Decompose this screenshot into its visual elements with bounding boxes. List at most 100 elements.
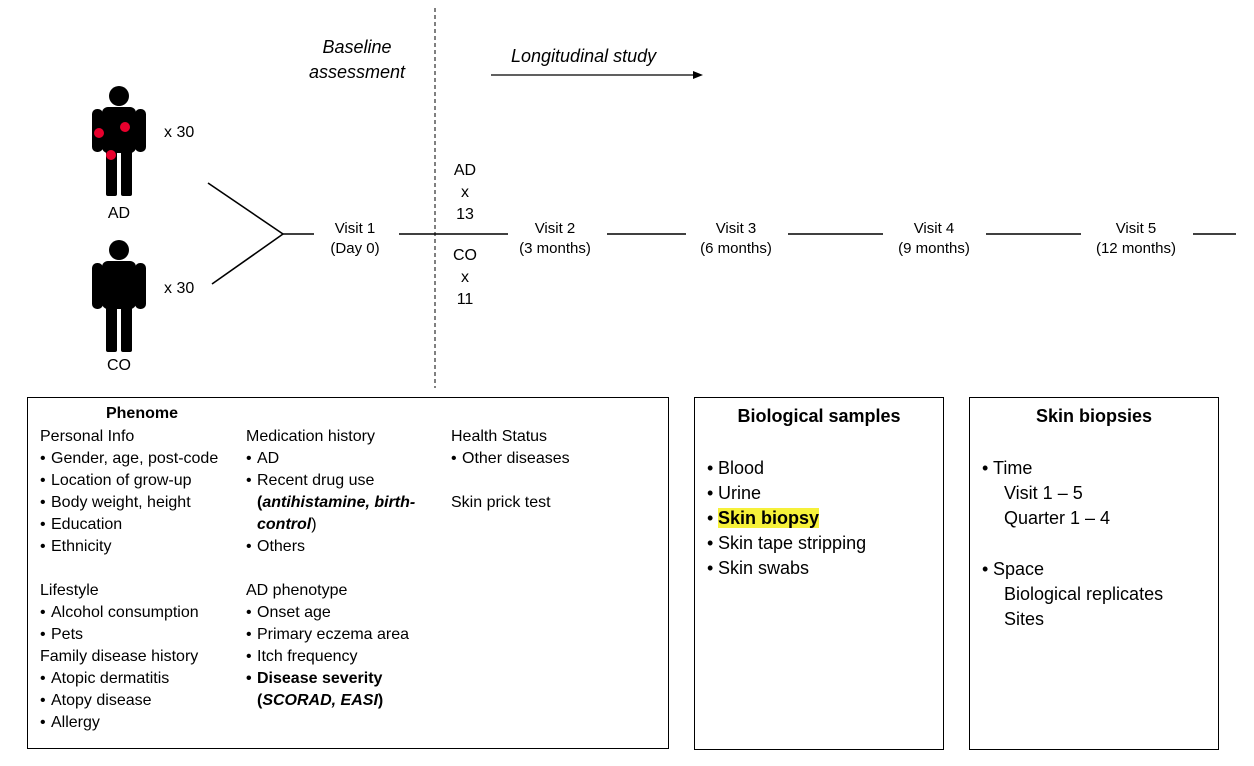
baseline-ad-x: x [461,184,469,201]
visit-name: Visit 4 [913,220,955,237]
severity-detail: SCORAD, EASI [262,692,378,709]
baseline-ad-label: AD [453,162,477,179]
recent-drug-use: Recent drug use [257,472,375,489]
baseline-co-count: CO x 11 [445,245,485,311]
visit-1: Visit 1 (Day 0) [305,219,405,259]
biological-samples-list: Blood Urine Skin biopsy Skin tape stripp… [707,456,937,581]
skin-biopsies-title: Skin biopsies [1035,406,1153,426]
family-history-list: Atopic dermatitis Atopy disease Allergy [40,668,245,734]
lifestyle-heading: Lifestyle [40,582,99,599]
list-item: Others [246,536,446,558]
visit-3: Visit 3 (6 months) [686,219,786,259]
medication-heading: Medication history [246,428,375,445]
time-line: Visit 1 – 5 [1004,483,1083,503]
ad-count: x 30 [164,124,195,141]
visit-time: (6 months) [700,240,772,257]
list-item: Allergy [40,712,245,734]
paren: ) [377,692,384,709]
visit-name: Visit 3 [715,220,757,237]
list-item: Location of grow-up [40,470,245,492]
list-item: Body weight, height [40,492,245,514]
biological-samples-title: Biological samples [737,406,901,426]
list-item: Skin swabs [707,556,937,581]
disease-severity: Disease severity [257,670,383,687]
skin-biopsies-content: Time Visit 1 – 5 Quarter 1 – 4 Space Bio… [982,456,1212,632]
baseline-co-x: x [461,269,469,286]
space-item: Space [982,557,1212,582]
baseline-label: Baseline assessment [308,37,406,82]
visit-time: (3 months) [519,240,591,257]
paren: ( [257,692,263,709]
health-status-heading: Health Status [451,428,548,445]
health-status-list: Other diseases [451,448,661,470]
time-label: Time [982,456,1212,481]
phenotype-heading: AD phenotype [246,582,348,599]
list-item: Education [40,514,245,536]
list-item: Primary eczema area [246,624,446,646]
family-history-heading: Family disease history [40,648,199,665]
visit-time: (9 months) [898,240,970,257]
skin-prick-test: Skin prick test [451,494,551,511]
baseline-co-label: CO [453,247,477,264]
visit-time: (12 months) [1095,240,1177,257]
phenotype-list: Onset age Primary eczema area Itch frequ… [246,602,446,712]
co-person-icon [92,240,146,352]
list-item: Urine [707,481,937,506]
medication-list: AD Recent drug use (antihistamine, birth… [246,448,446,558]
phenome-column-2: Medication history AD Recent drug use (a… [246,426,446,712]
ad-label: AD [107,205,131,222]
lesion-markers [94,122,130,160]
list-item: Recent drug use (antihistamine, birth-co… [246,470,446,536]
time-item: Time [982,456,1212,481]
highlighted-sample: Skin biopsy [718,508,820,528]
list-item: Blood [707,456,937,481]
list-item: AD [246,448,446,470]
personal-info-list: Gender, age, post-code Location of grow-… [40,448,245,558]
visit-4: Visit 4 (9 months) [884,219,984,259]
visit-name: Visit 2 [534,220,576,237]
phenome-column-1: Personal Info Gender, age, post-code Loc… [40,426,245,734]
baseline-ad-count: AD x 13 [445,160,485,226]
phenome-column-3: Health Status Other diseases Skin prick … [451,426,661,514]
longitudinal-label: Longitudinal study [511,46,657,66]
list-item: Other diseases [451,448,661,470]
co-label: CO [107,357,131,374]
co-count: x 30 [164,280,195,297]
list-item: Atopy disease [40,690,245,712]
time-line: Quarter 1 – 4 [1004,508,1111,528]
list-item: Skin tape stripping [707,531,937,556]
visit-name: Visit 5 [1115,220,1157,237]
ad-person-icon [92,86,146,196]
list-item: Ethnicity [40,536,245,558]
space-label: Space [982,557,1212,582]
personal-info-heading: Personal Info [40,428,135,445]
phenome-title: Phenome [105,405,178,422]
visit-5: Visit 5 (12 months) [1086,219,1186,259]
co-connector [211,233,284,285]
visit-name: Visit 1 [334,220,376,237]
baseline-co-n: 11 [456,291,474,308]
list-item: Itch frequency [246,646,446,668]
visit-2: Visit 2 (3 months) [505,219,605,259]
phenome-box [27,397,669,749]
list-item: Atopic dermatitis [40,668,245,690]
ad-connector [207,182,284,235]
longitudinal-arrow-head [693,71,703,79]
list-item: Onset age [246,602,446,624]
list-item: Pets [40,624,245,646]
paren: ) [311,516,317,533]
baseline-ad-n: 13 [456,206,474,223]
space-line: Sites [1004,609,1045,629]
list-item: Alcohol consumption [40,602,245,624]
space-line: Biological replicates [1004,584,1164,604]
paren: ( [257,494,263,511]
biological-samples-box [694,397,944,750]
list-item: Gender, age, post-code [40,448,245,470]
skin-biopsies-box [969,397,1219,750]
recent-drug-detail: antihistamine, birth-control [257,494,416,533]
lifestyle-list: Alcohol consumption Pets [40,602,245,646]
list-item: Disease severity (SCORAD, EASI) [246,668,446,712]
visit-time: (Day 0) [330,240,380,257]
list-item: Skin biopsy [707,506,937,531]
